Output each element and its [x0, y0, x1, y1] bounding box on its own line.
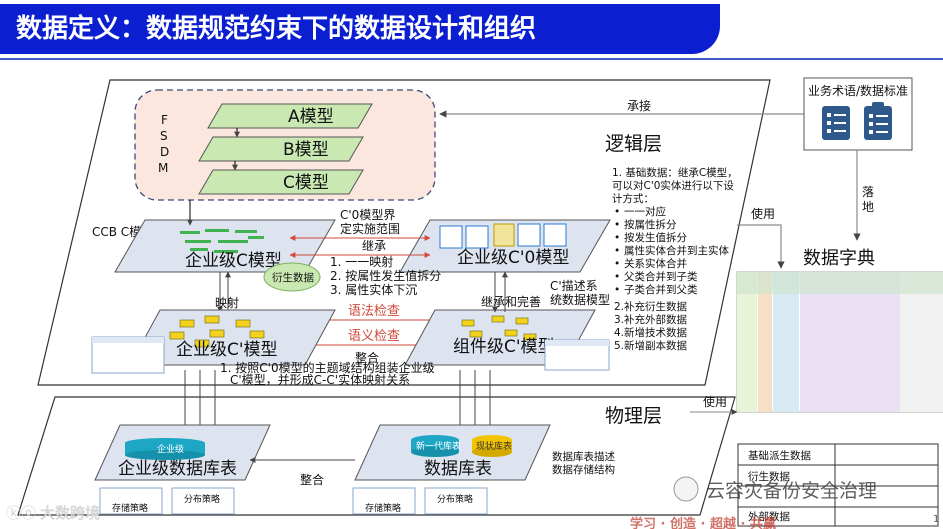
dict-row-2: 衍生数据 [748, 470, 790, 483]
cyl-enterprise-label: 企业级 [157, 443, 184, 455]
a-model-label: A模型 [288, 107, 334, 127]
enterprise-cprime-label: 企业级C'模型 [176, 340, 278, 360]
c-model-shape [198, 169, 364, 195]
landing-char-2: 地 [862, 200, 874, 214]
c0-mapping-1: 1. 一一映射 [330, 254, 393, 269]
svg-text:•: • [614, 284, 620, 296]
physical-layer-label: 物理层 [605, 405, 662, 427]
enterprise-c0-label: 企业级C'0模型 [457, 248, 569, 268]
c0-mapping-2: 2. 按属性发生值拆分 [330, 268, 441, 283]
mapping-label: 映射 [215, 295, 239, 310]
component-cprime-label: 组件级C'模型 [453, 337, 555, 357]
use-label-bottom: 使用 [703, 394, 727, 409]
db-desc-1: 数据库表描述 [552, 450, 615, 463]
db-tables-label: 数据库表 [424, 459, 492, 479]
svg-text:分布策略: 分布策略 [184, 493, 220, 505]
enterprise-c-mini-diagram [180, 229, 264, 253]
basic-data-note-2: 可以对C'0实体进行以下设 [612, 179, 734, 192]
supplement-4: 5.新增副本数据 [614, 339, 688, 352]
svg-text:•: • [614, 271, 620, 283]
design-bullet-4: 属性实体合并到主实体 [624, 244, 729, 257]
watermark-left-logo: ⓚⓞ [6, 504, 36, 522]
design-bullet-1: 一一对应 [624, 205, 666, 218]
svg-text:存储策略: 存储策略 [112, 502, 148, 514]
business-terms-label: 业务术语/数据标准 [808, 83, 908, 98]
a-model-shape [207, 103, 373, 129]
integrate-label: 整合 [355, 350, 379, 365]
c-desc-model-line1: C'描述系 [550, 279, 598, 293]
enterprise-db-label: 企业级数据库表 [118, 459, 237, 479]
enterprise-c-label: 企业级C模型 [185, 251, 282, 271]
basic-data-note-3: 计方式： [612, 192, 654, 205]
supplement-3: 4.新增技术数据 [614, 326, 688, 339]
storage-policy-thumb-right: 存储策略 [352, 487, 416, 515]
wechat-icon [673, 476, 699, 502]
c0-mapping-3: 3. 属性实体下沉 [330, 282, 417, 297]
derived-data-oval [263, 262, 321, 292]
c-cc-note-1: 1. 按照C'0模型的主题域结构组装企业级 [220, 360, 435, 375]
fsdm-d: D [160, 145, 169, 159]
inherit-improve-label: 继承和完善 [481, 294, 541, 309]
supplement-1: 2.补充衍生数据 [614, 300, 688, 313]
inherit-label: 继承 [362, 239, 386, 253]
distribution-policy-thumb-left: 分布策略 [171, 487, 235, 515]
cyl-existing-label: 现状库表 [476, 440, 512, 452]
doc-icon-1 [822, 106, 850, 140]
cyl-new-gen-label: 新一代库表 [416, 440, 461, 452]
design-bullet-6: 父类合并到子类 [624, 270, 698, 283]
b-model-label: B模型 [283, 140, 329, 160]
bottom-slogan: 学习 · 创造 · 超越 · 共赢 [630, 516, 776, 529]
svg-text:•: • [614, 219, 620, 231]
design-bullet-3: 按发生值拆分 [624, 231, 687, 244]
derived-data-label: 衍生数据 [272, 271, 314, 284]
fsdm-f: F [161, 113, 168, 127]
clipboard-icon [864, 102, 892, 140]
title-rule [0, 58, 943, 60]
watermark-left: 大数跨境 [40, 504, 100, 522]
basic-data-note-1: 1. 基础数据：继承C模型， [612, 166, 738, 179]
fsdm-s: S [160, 129, 168, 143]
component-cprime-mini-diagram [461, 315, 537, 341]
distribution-policy-thumb-right: 分布策略 [424, 487, 488, 515]
integrate-bottom-label: 整合 [300, 472, 324, 487]
c-cc-note-2: C'模型，并形成C-C'实体映射关系 [230, 372, 410, 387]
svg-text:•: • [614, 245, 620, 257]
dict-row-1: 基础派生数据 [748, 449, 811, 462]
landing-char-1: 落 [862, 185, 874, 199]
inherit-accept-label: 承接 [627, 98, 651, 113]
supplement-2: 3.补充外部数据 [614, 313, 688, 326]
svg-text:分布策略: 分布策略 [437, 493, 473, 505]
design-bullet-5: 关系实体合并 [624, 257, 687, 270]
c0-boundary-line2: 定实施范围 [340, 221, 400, 236]
syntax-check-label: 语法检查 [348, 304, 400, 319]
design-bullets: • 一一对应 • 按属性拆分 • 按发生值拆分 • 属性实体合并到主实体 • 关系实体合并… [614, 205, 729, 296]
fsdm-m: M [158, 161, 168, 175]
dict-rows-table: 基础派生数据 衍生数据 外部数据 [737, 443, 939, 527]
data-dictionary-title: 数据字典 [803, 248, 875, 269]
use-label-top: 使用 [751, 206, 775, 221]
logical-layer-label: 逻辑层 [605, 133, 662, 155]
c-model-label: C模型 [283, 173, 329, 193]
svg-text:•: • [614, 232, 620, 244]
page-number: 1 [933, 514, 939, 525]
svg-text:•: • [614, 258, 620, 270]
dict-row-3: 外部数据 [748, 510, 790, 523]
enterprise-cprime-mini-diagram [169, 315, 265, 348]
b-model-shape [198, 136, 364, 162]
svg-text:•: • [614, 206, 620, 218]
db-desc-2: 数据存储结构 [552, 463, 615, 476]
data-dictionary-table [736, 271, 943, 413]
c0-boundary-line1: C'0模型界 [340, 208, 395, 222]
semantic-check-label: 语义检查 [348, 329, 400, 344]
title-bar: 数据定义：数据规范约束下的数据设计和组织 [0, 4, 720, 54]
enterprise-c0-mini-diagram [439, 223, 567, 249]
svg-text:存储策略: 存储策略 [365, 502, 401, 514]
design-bullet-2: 按属性拆分 [624, 218, 677, 231]
c-desc-model-line2: 统数据模型 [550, 292, 610, 307]
storage-policy-thumb-left: 存储策略 [99, 487, 163, 515]
watermark-right: 云容灾备份安全治理 [706, 480, 877, 502]
design-bullet-7: 子类合并到父类 [624, 283, 698, 296]
